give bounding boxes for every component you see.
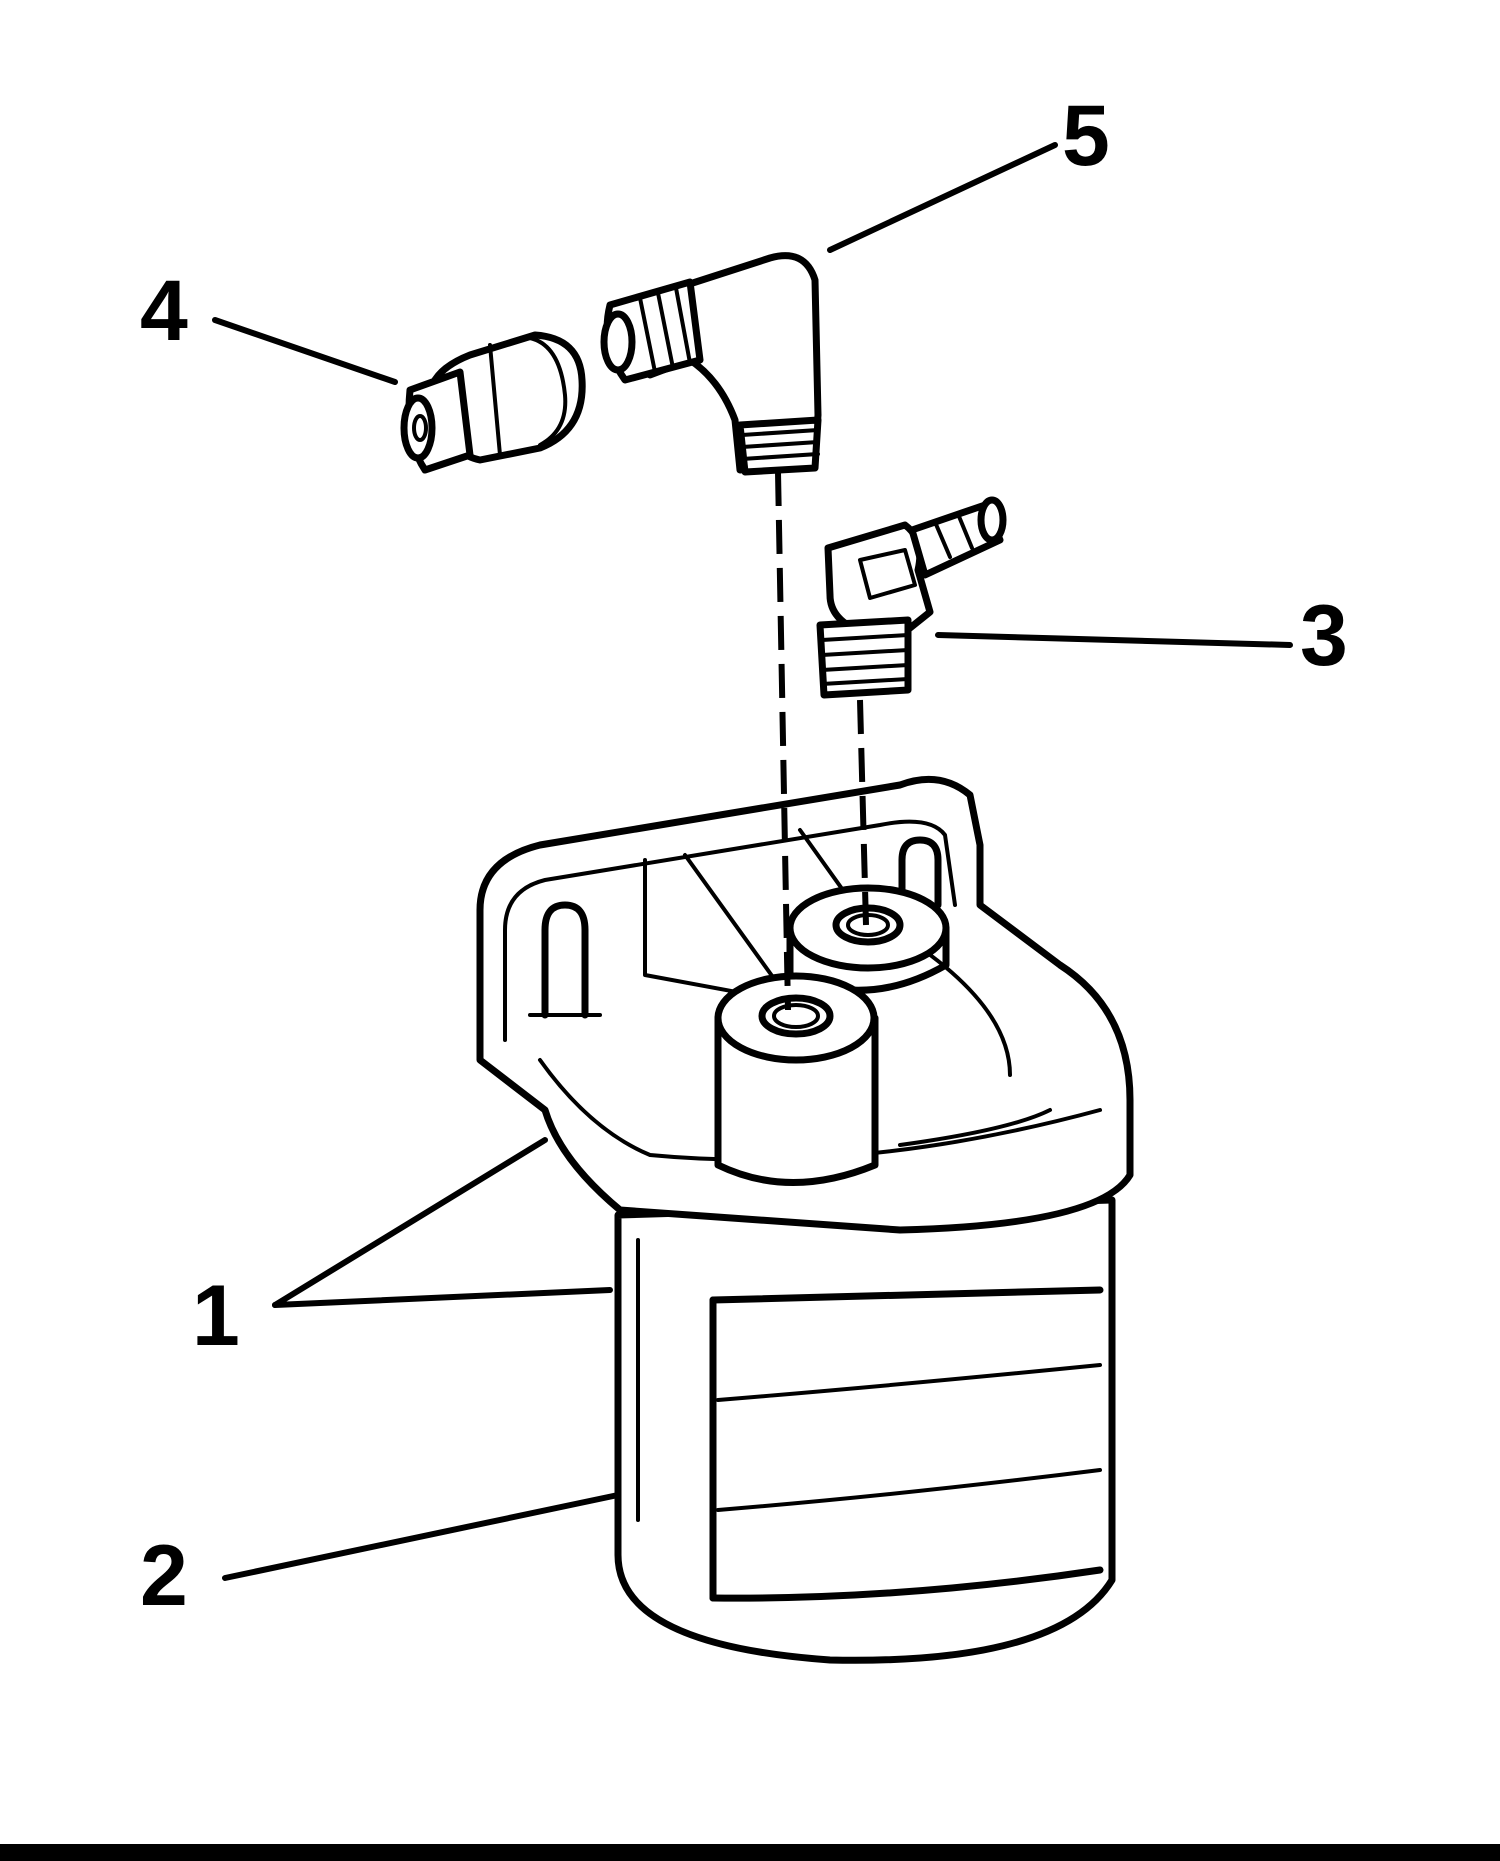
callout-2: 2 [140, 1528, 188, 1624]
callout-3: 3 [1300, 588, 1348, 684]
callout-labels: 5 4 3 1 2 [140, 88, 1348, 1624]
leader-line-5 [827, 142, 1058, 253]
leader-line-4 [212, 317, 398, 385]
bottom-border [0, 1844, 1500, 1861]
assembly-dashed-lines [775, 471, 869, 1011]
elbow-fitting-part5 [600, 252, 822, 476]
callout-5: 5 [1062, 88, 1110, 184]
flare-nut-part4 [400, 331, 586, 474]
callout-1: 1 [192, 1268, 240, 1364]
leader-lines [212, 142, 1293, 1581]
leader-line-3 [935, 632, 1293, 648]
callout-4: 4 [140, 263, 188, 359]
leader-line-1b [272, 1287, 613, 1308]
barbed-elbow-part3 [816, 496, 1007, 699]
leader-line-1a [272, 1137, 548, 1308]
filter-head-bracket [476, 775, 1134, 1234]
leader-line-2 [222, 1492, 621, 1581]
filter-canister [614, 1196, 1116, 1664]
